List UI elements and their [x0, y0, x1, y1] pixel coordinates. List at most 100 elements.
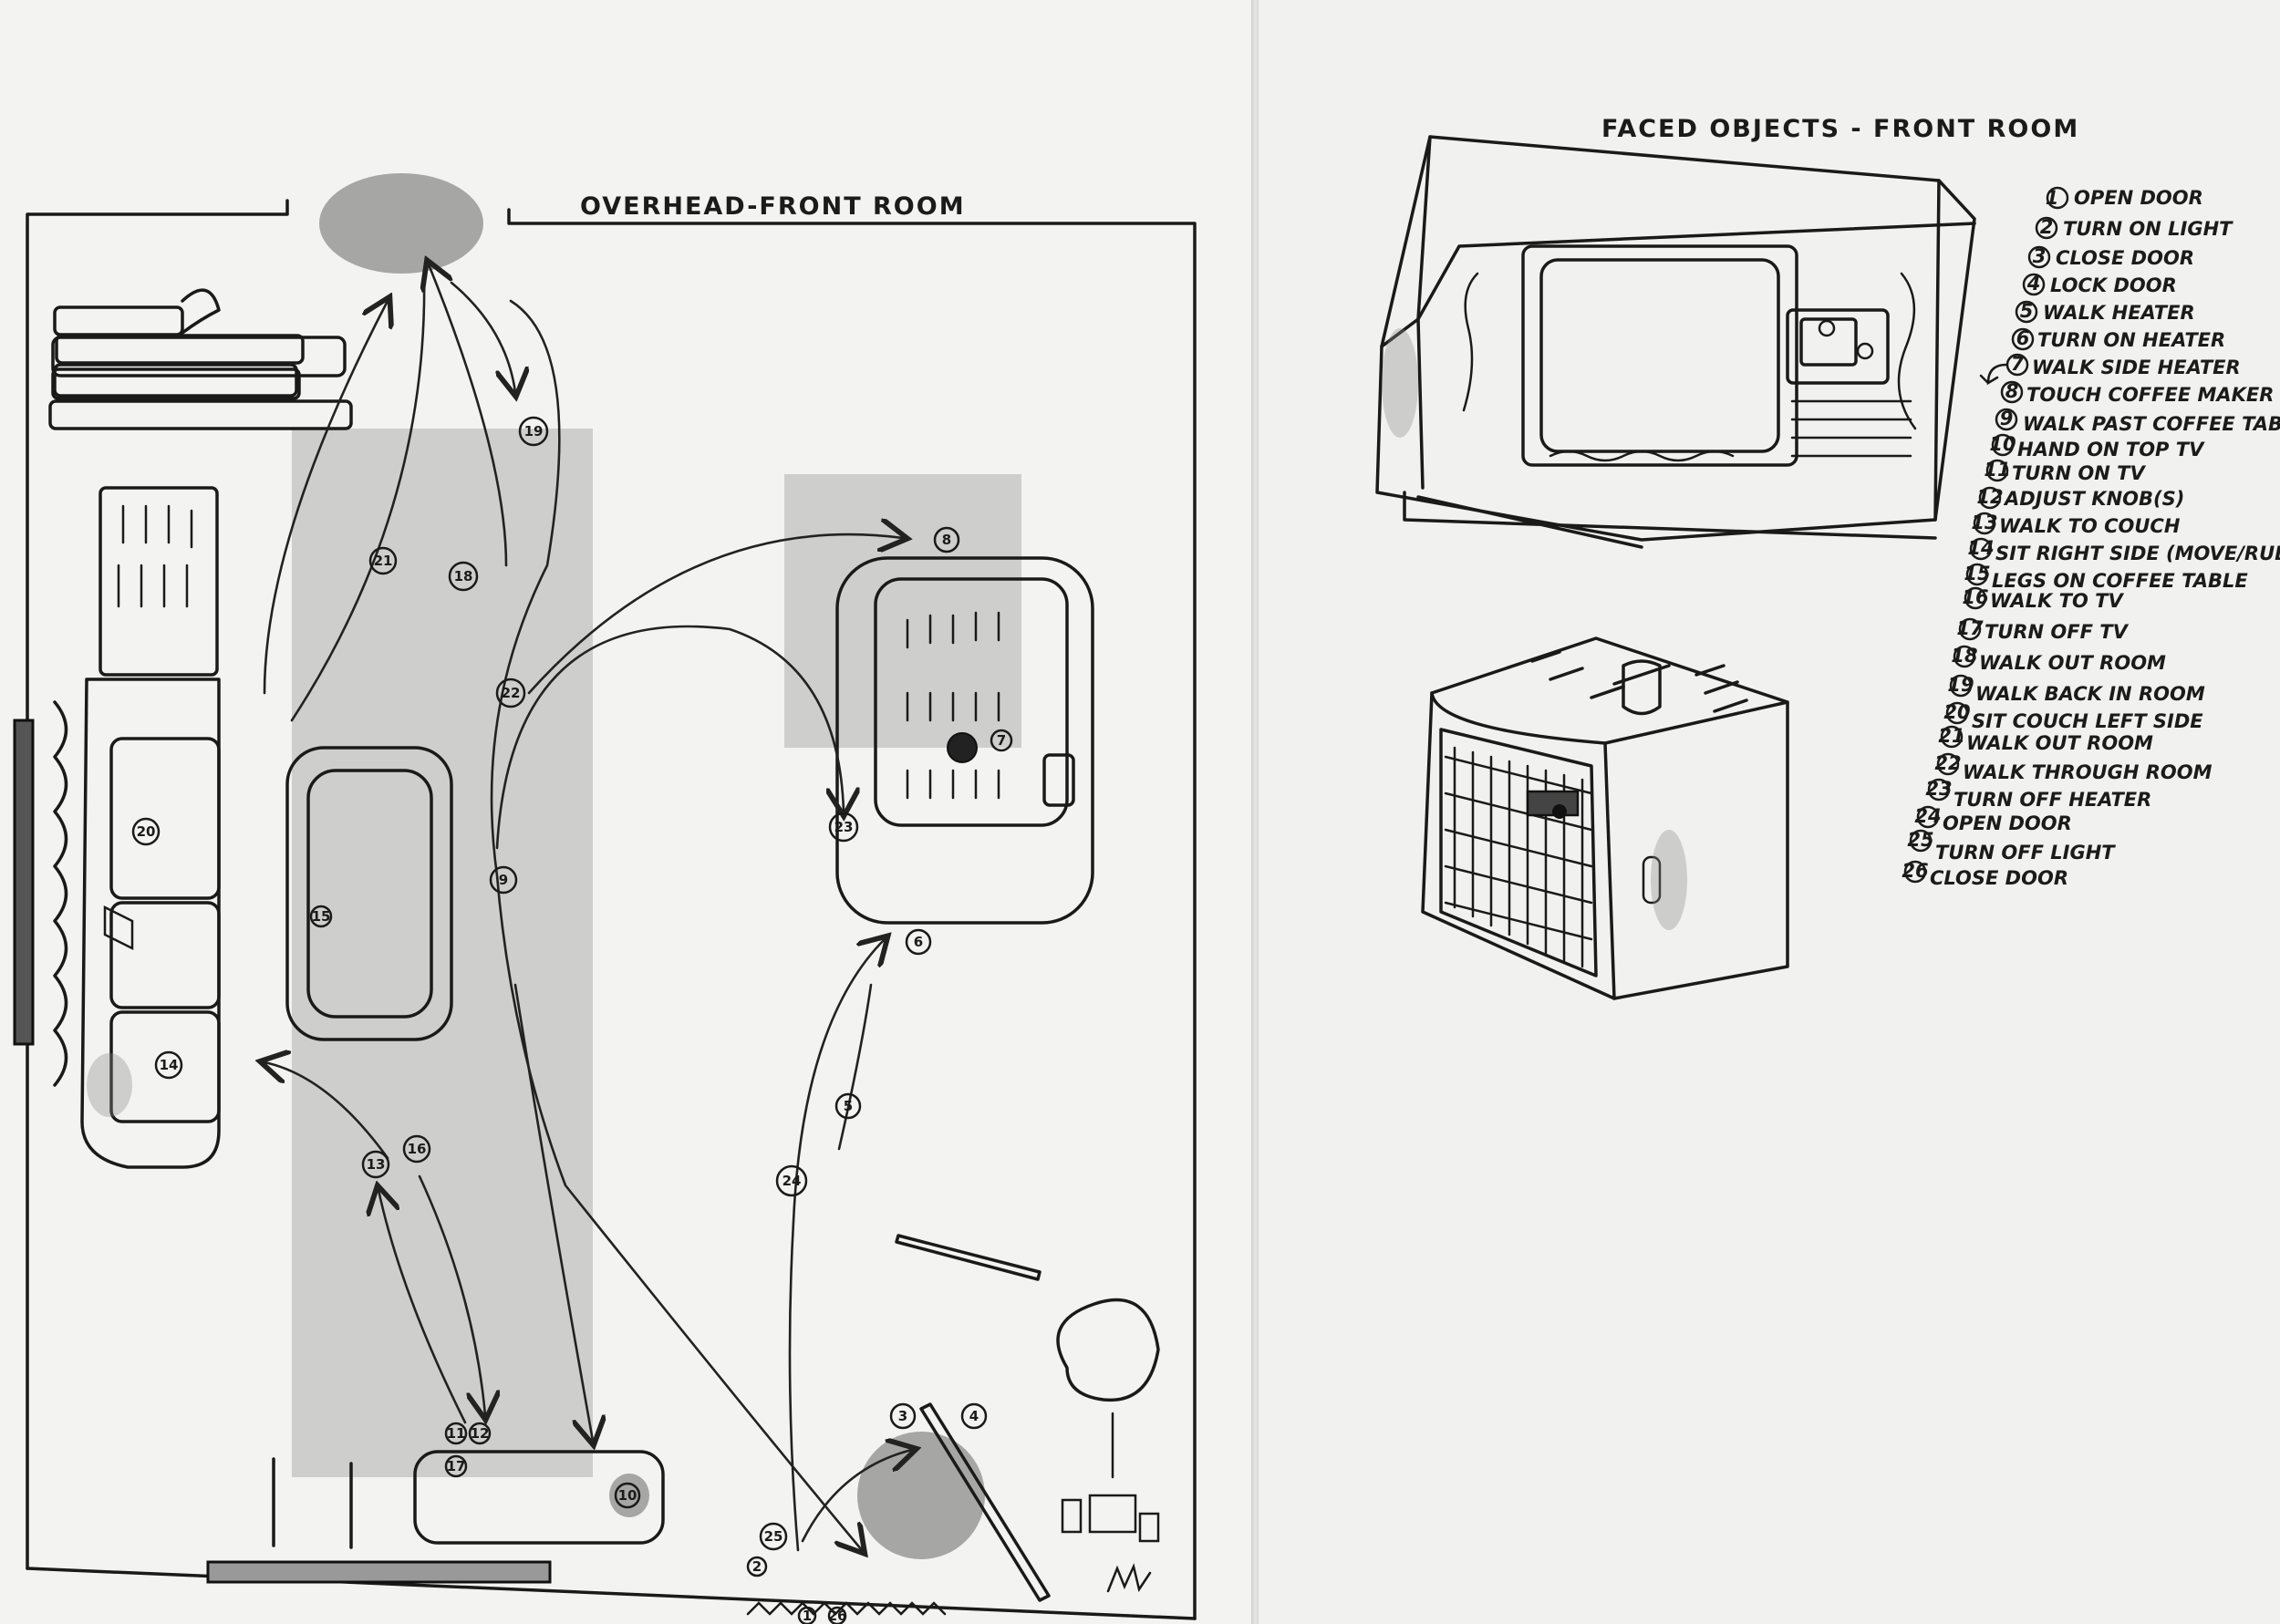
svg-text:8: 8	[942, 532, 951, 548]
svg-text:17: 17	[447, 1458, 466, 1474]
svg-text:22: 22	[502, 685, 521, 701]
svg-text:TURN ON LIGHT: TURN ON LIGHT	[2063, 218, 2233, 240]
marker-15: 15	[309, 905, 333, 928]
marker-6: 6	[905, 928, 932, 956]
svg-text:9: 9	[499, 872, 508, 888]
svg-text:24: 24	[782, 1173, 802, 1189]
svg-text:25: 25	[1907, 829, 1933, 851]
marker-22: 22	[495, 678, 526, 709]
svg-text:23: 23	[1925, 778, 1952, 800]
overhead-room-plan: OVERHEAD-FRONT ROOM 8 7 6 5 24 23 3 4 25…	[13, 173, 1197, 1624]
coffee-table	[285, 746, 453, 1041]
svg-text:7: 7	[2011, 353, 2025, 375]
svg-text:19: 19	[1947, 674, 1974, 696]
svg-text:WALK SIDE HEATER: WALK SIDE HEATER	[2032, 357, 2241, 378]
svg-text:4: 4	[2026, 273, 2041, 295]
svg-text:WALK TO TV: WALK TO TV	[1990, 590, 2124, 612]
wall-top-right	[507, 208, 1197, 1620]
marker-20: 20	[131, 817, 161, 846]
svg-text:TURN OFF LIGHT: TURN OFF LIGHT	[1935, 842, 2116, 864]
svg-text:6: 6	[2016, 327, 2030, 349]
legend-item-7: 7 WALK SIDE HEATER	[2005, 353, 2241, 378]
marker-9: 9	[489, 865, 518, 895]
marker-11: 11	[444, 1422, 468, 1445]
wall-segment	[895, 1234, 1042, 1281]
marker-21: 21	[368, 546, 398, 575]
marker-18: 18	[448, 561, 479, 592]
svg-text:WALK OUT ROOM: WALK OUT ROOM	[1979, 652, 2166, 674]
svg-text:13: 13	[1971, 512, 1997, 533]
plant	[1056, 1298, 1160, 1593]
svg-text:13: 13	[367, 1156, 386, 1173]
marker-13: 13	[361, 1150, 390, 1179]
heater-overhead	[835, 556, 1094, 925]
wall-bottom	[26, 1567, 1197, 1620]
tv-overhead	[413, 1450, 665, 1545]
svg-text:TURN OFF HEATER: TURN OFF HEATER	[1954, 789, 2151, 811]
marker-26: 26	[828, 1606, 846, 1624]
svg-text:10: 10	[618, 1487, 637, 1504]
svg-text:24: 24	[1914, 805, 1941, 827]
doorway-shading	[319, 173, 483, 274]
svg-text:CLOSE DOOR: CLOSE DOOR	[2056, 247, 2194, 269]
marker-17: 17	[444, 1454, 468, 1478]
bookshelf	[98, 486, 219, 677]
svg-text:16: 16	[1962, 586, 1988, 608]
window-left	[13, 719, 35, 1046]
svg-text:WALK OUT ROOM: WALK OUT ROOM	[1966, 732, 2153, 754]
marker-23: 23	[828, 812, 859, 843]
svg-text:21: 21	[1938, 725, 1964, 747]
svg-text:15: 15	[312, 908, 331, 925]
svg-text:TURN OFF TV: TURN OFF TV	[1985, 621, 2130, 643]
svg-text:11: 11	[447, 1425, 466, 1442]
svg-text:1: 1	[2046, 187, 2059, 209]
door-threshold	[746, 1601, 947, 1616]
left-sketch-page	[0, 0, 1251, 1624]
marker-24: 24	[775, 1164, 808, 1197]
svg-text:14: 14	[160, 1057, 179, 1073]
legend-item-3: 3 CLOSE DOOR	[2027, 245, 2194, 269]
marker-14: 14	[154, 1050, 183, 1080]
svg-text:25: 25	[764, 1528, 783, 1545]
svg-text:3: 3	[2033, 245, 2047, 267]
front-door-shading	[857, 1432, 985, 1559]
svg-text:ADJUST KNOB(S): ADJUST KNOB(S)	[2003, 488, 2184, 510]
svg-text:18: 18	[1951, 645, 1977, 667]
svg-text:23: 23	[834, 819, 854, 835]
swap-arrow	[1979, 363, 2008, 386]
svg-text:10: 10	[1989, 433, 2016, 455]
svg-text:LOCK DOOR: LOCK DOOR	[2050, 274, 2177, 296]
svg-text:19: 19	[524, 423, 544, 440]
marker-12: 12	[468, 1422, 492, 1445]
right-sketch-page	[1259, 0, 2280, 1624]
marker-4: 4	[960, 1402, 988, 1430]
marker-8: 8	[933, 526, 960, 553]
legend-item-4: 4 LOCK DOOR	[2022, 273, 2177, 296]
marker-25: 25	[759, 1522, 788, 1551]
heater-drawing	[1421, 636, 1789, 1000]
stack-objects	[48, 288, 353, 430]
svg-text:15: 15	[1964, 563, 1990, 584]
walkway-shading	[292, 429, 593, 1477]
marker-1: 1	[797, 1606, 817, 1624]
marker-7: 7	[990, 729, 1013, 752]
faced-title: FACED OBJECTS - FRONT ROOM	[1601, 115, 2079, 143]
svg-text:WALK BACK IN ROOM: WALK BACK IN ROOM	[1975, 683, 2205, 705]
svg-text:WALK TO COUCH: WALK TO COUCH	[1999, 515, 2181, 537]
marker-16: 16	[402, 1134, 431, 1164]
marker-10: 10	[614, 1482, 641, 1509]
marker-19: 19	[518, 416, 549, 447]
